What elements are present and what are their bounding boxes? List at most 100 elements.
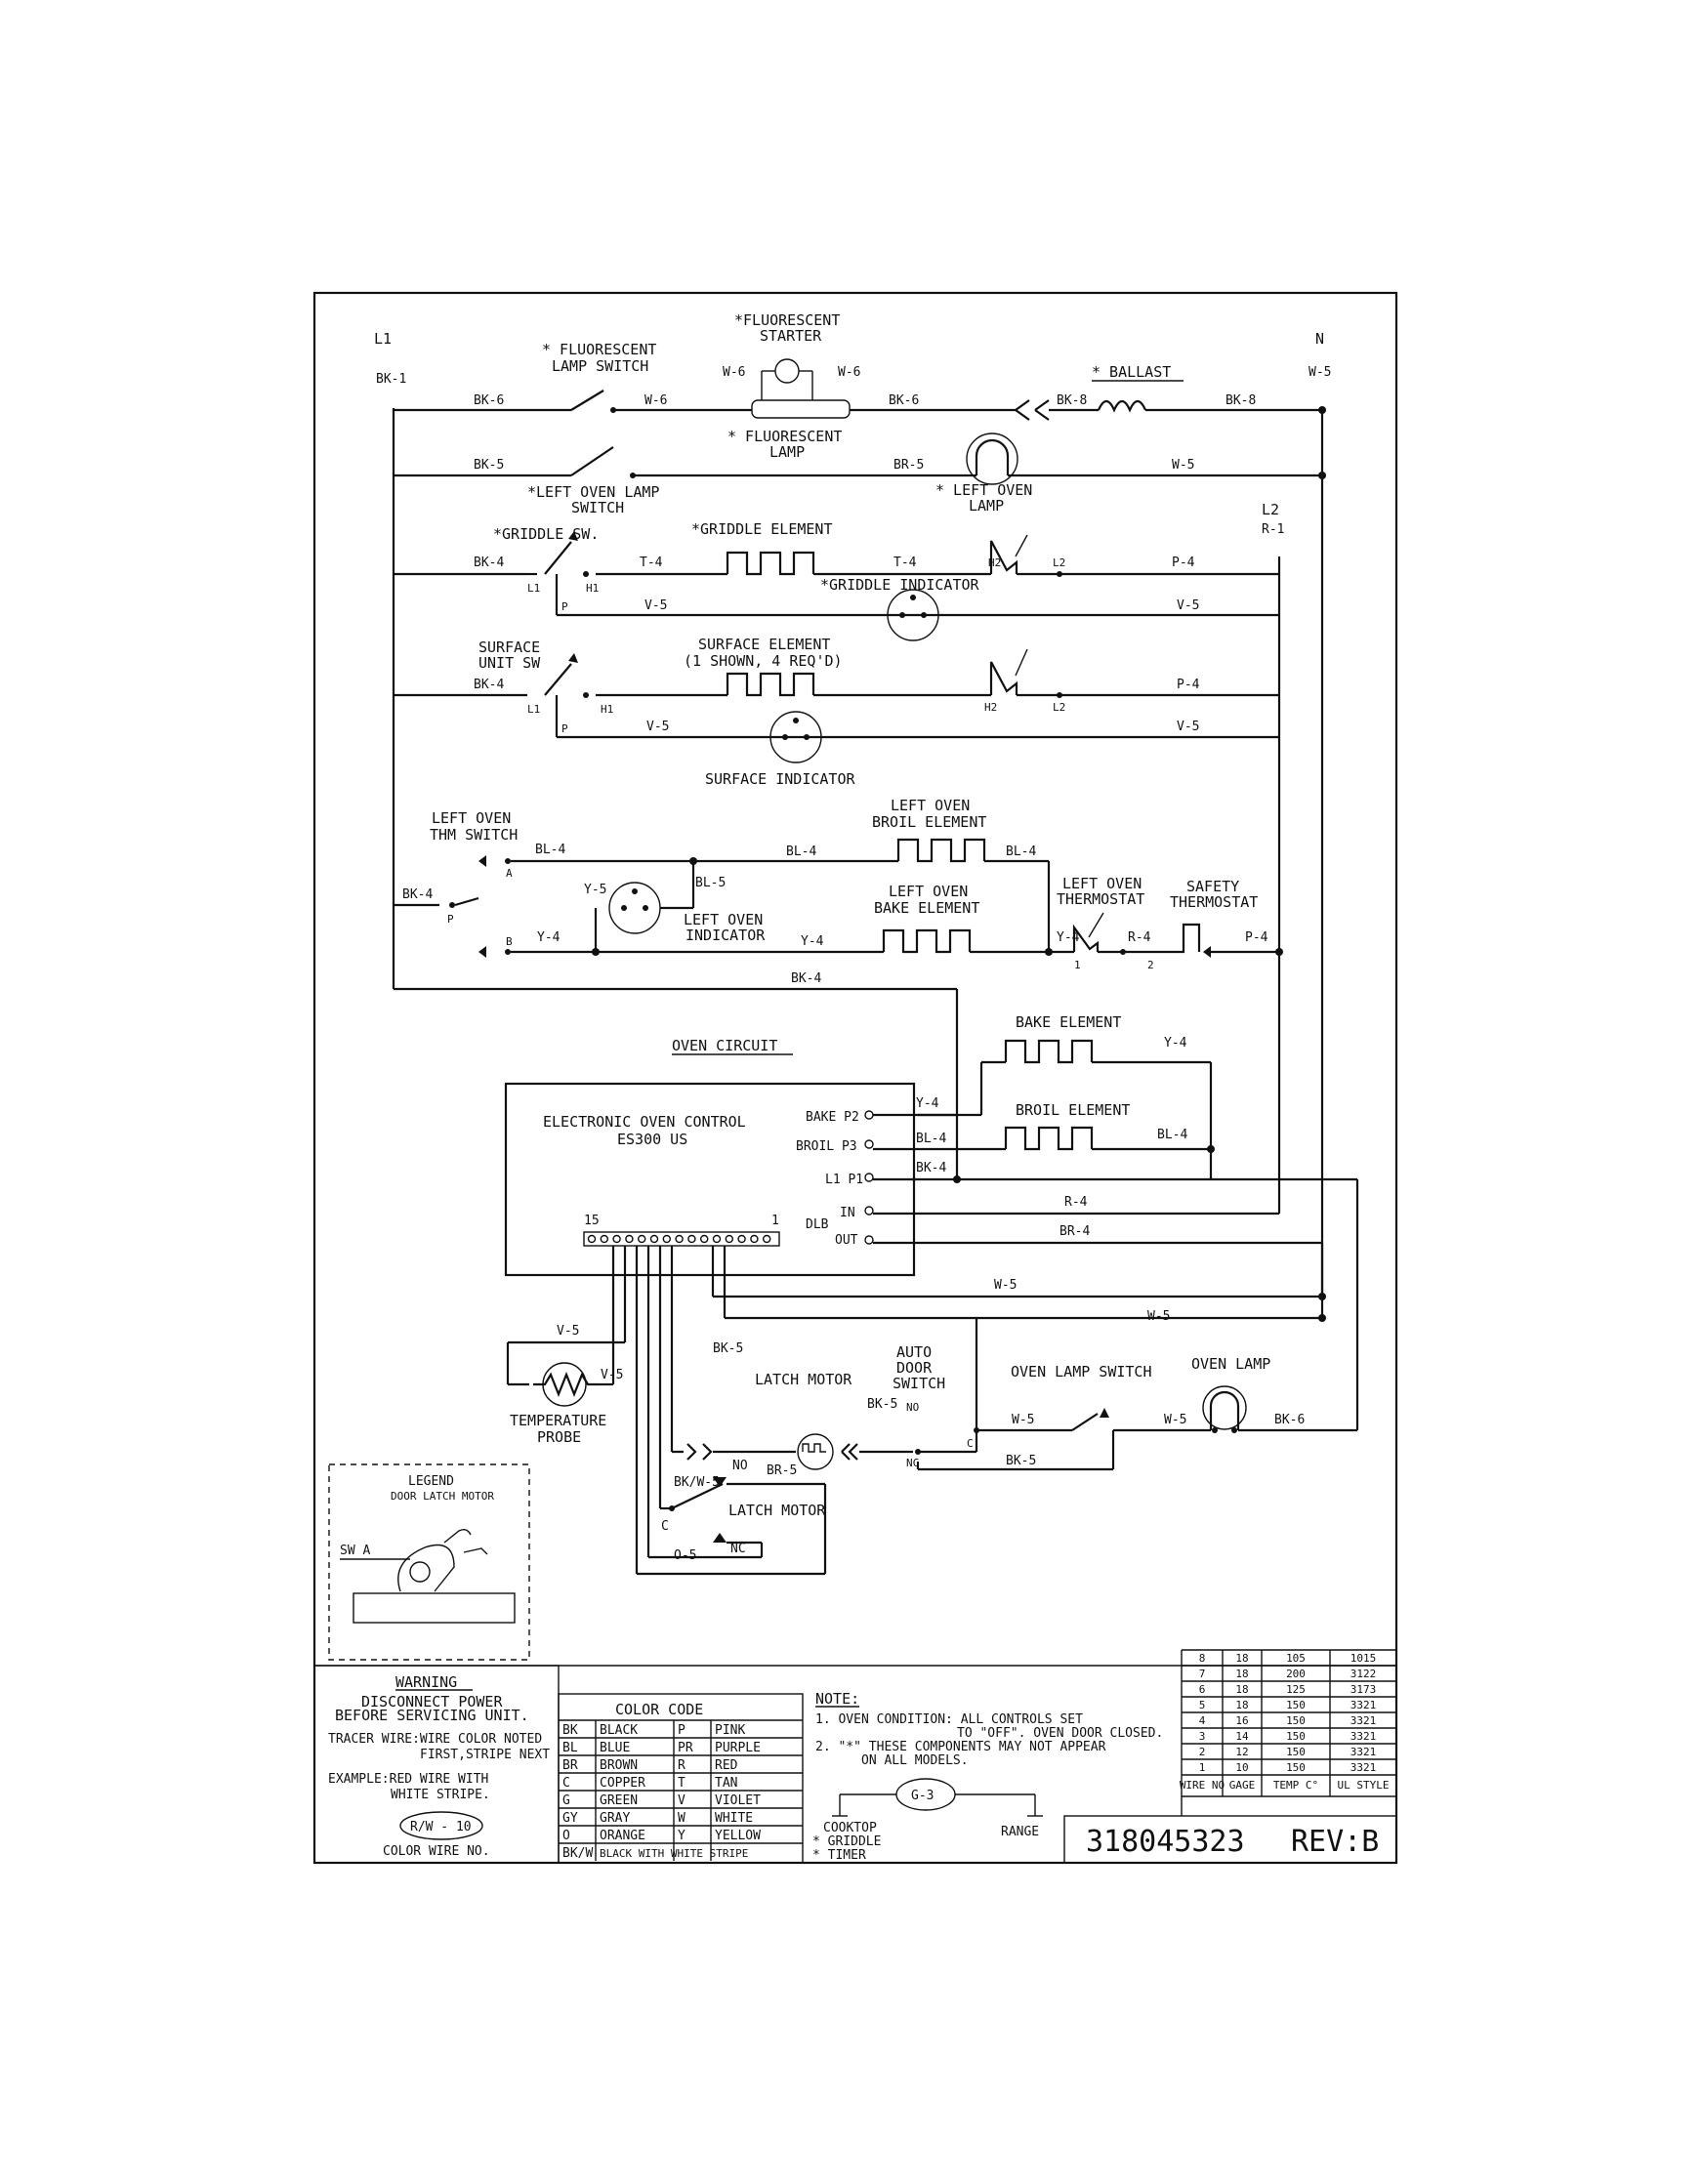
term-1: 1 bbox=[1074, 959, 1081, 971]
wire-bk4-e: BK-4 bbox=[916, 1161, 946, 1175]
latch-motor-switch bbox=[669, 1477, 801, 1545]
wire-table-cell: 6 bbox=[1199, 1683, 1206, 1696]
wire-w5-b: W-5 bbox=[994, 1278, 1017, 1293]
color-code-cell: WHITE bbox=[715, 1811, 753, 1826]
term-p-c: P bbox=[447, 913, 454, 926]
wire-bk6-b: BK-6 bbox=[889, 393, 919, 408]
term-h2-b: H2 bbox=[984, 701, 997, 714]
warning-tracer-1: TRACER WIRE:WIRE COLOR NOTED bbox=[328, 1732, 542, 1747]
wire-br5-a: BR-5 bbox=[893, 458, 924, 473]
note-range: RANGE bbox=[1001, 1825, 1039, 1839]
label-broil-p3: BROIL P3 bbox=[796, 1139, 857, 1154]
label-surface-element-2: (1 SHOWN, 4 REQ'D) bbox=[684, 652, 843, 670]
label-no-b: NO bbox=[732, 1459, 748, 1473]
color-code-cell: Y bbox=[678, 1829, 685, 1843]
label-eoc-2: ES300 US bbox=[617, 1131, 687, 1148]
wire-o5: O-5 bbox=[674, 1548, 696, 1563]
label-safety-1: SAFETY bbox=[1186, 878, 1239, 895]
wire-table-cell: 3321 bbox=[1350, 1714, 1377, 1727]
color-code-cell: RED bbox=[715, 1758, 738, 1773]
label-l1: L1 bbox=[374, 330, 392, 348]
wire-table-cell: 7 bbox=[1199, 1668, 1206, 1680]
color-code-cell: BL bbox=[562, 1741, 578, 1755]
connector-pin bbox=[612, 1234, 621, 1244]
wire-bk8-a: BK-8 bbox=[1057, 393, 1087, 408]
color-code-cell: ORANGE bbox=[600, 1829, 645, 1843]
label-out: OUT bbox=[835, 1233, 858, 1248]
wire-table-cell: 125 bbox=[1286, 1683, 1306, 1696]
wire-table-header: TEMP C° bbox=[1273, 1779, 1318, 1792]
label-latch-motor: LATCH MOTOR bbox=[755, 1371, 852, 1388]
term-l2-a: L2 bbox=[1053, 556, 1065, 569]
label-l1-p1: L1 P1 bbox=[825, 1173, 863, 1187]
label-bake-element: BAKE ELEMENT bbox=[1016, 1013, 1121, 1031]
wire-table-cell: 150 bbox=[1286, 1730, 1306, 1743]
warning-title: WARNING bbox=[395, 1673, 457, 1691]
color-code-cell: PURPLE bbox=[715, 1741, 761, 1755]
label-griddle-indicator: *GRIDDLE INDICATOR bbox=[820, 576, 980, 594]
label-surface-element-1: SURFACE ELEMENT bbox=[698, 636, 830, 653]
label-temp-probe-1: TEMPERATURE bbox=[510, 1412, 606, 1429]
wire-table-cell: 200 bbox=[1286, 1668, 1306, 1680]
wire-y4-b: Y-4 bbox=[801, 934, 824, 949]
wire-w5-d: W-5 bbox=[1012, 1413, 1034, 1427]
wire-v5-d: V-5 bbox=[1177, 720, 1199, 734]
wire-br4-a: BR-4 bbox=[1059, 1224, 1090, 1239]
wire-table-cell: 3 bbox=[1199, 1730, 1206, 1743]
wire-w6-c: W-6 bbox=[838, 365, 860, 380]
wire-table-header: UL STYLE bbox=[1338, 1779, 1390, 1792]
harness-wires bbox=[506, 1246, 1359, 1576]
note-griddle: * GRIDDLE bbox=[812, 1834, 881, 1849]
wire-bl4-e: BL-4 bbox=[1157, 1128, 1187, 1142]
label-lol-switch-2: SWITCH bbox=[571, 499, 624, 516]
label-lo-thm-2: THM SWITCH bbox=[430, 826, 518, 844]
wire-table-cell: 105 bbox=[1286, 1652, 1306, 1665]
connector-pin-row bbox=[587, 1234, 771, 1244]
wire-table-cell: 8 bbox=[1199, 1652, 1206, 1665]
color-code-cell: VIOLET bbox=[715, 1793, 761, 1808]
wire-bl5-a: BL-5 bbox=[695, 876, 726, 890]
wire-table-header: GAGE bbox=[1229, 1779, 1256, 1792]
color-code-cell: YELLOW bbox=[715, 1829, 761, 1843]
color-code-cell: O bbox=[562, 1829, 570, 1843]
note-l3: 2. "*" THESE COMPONENTS MAY NOT APPEAR bbox=[815, 1740, 1106, 1754]
term-b: B bbox=[506, 935, 513, 948]
wire-bl4-a: BL-4 bbox=[535, 843, 565, 857]
term-p-b: P bbox=[561, 722, 568, 735]
connector-pin bbox=[687, 1234, 696, 1244]
connector-pin bbox=[712, 1234, 722, 1244]
connector-pin bbox=[625, 1234, 634, 1244]
warning-example-2: WHITE STRIPE. bbox=[391, 1788, 490, 1802]
wire-bk6-c: BK-6 bbox=[1274, 1413, 1305, 1427]
oven-circuit-wires bbox=[873, 1039, 1359, 1416]
label-l2: L2 bbox=[1262, 501, 1279, 518]
wire-v5-a: V-5 bbox=[644, 598, 667, 613]
wire-table-header: WIRE NO bbox=[1180, 1779, 1225, 1792]
wire-table-cell: 150 bbox=[1286, 1746, 1306, 1758]
label-fl-starter-1: *FLUORESCENT bbox=[734, 311, 840, 329]
color-code-cell: G bbox=[562, 1793, 570, 1808]
label-fl-switch-2: LAMP SWITCH bbox=[552, 357, 648, 375]
wire-table-cell: 18 bbox=[1235, 1652, 1248, 1665]
wire-bk5-b: BK-5 bbox=[713, 1341, 743, 1356]
wire-table-cell: 3321 bbox=[1350, 1699, 1377, 1711]
color-code-cell: W bbox=[678, 1811, 685, 1826]
color-code-cell: BK bbox=[562, 1723, 578, 1738]
label-lo-therm-2: THERMOSTAT bbox=[1057, 890, 1144, 908]
label-lo-lamp-2: LAMP bbox=[969, 497, 1004, 515]
warning-rw: R/W - 10 bbox=[410, 1820, 472, 1834]
wire-v5-f: V-5 bbox=[601, 1368, 623, 1382]
wire-y4-e: Y-4 bbox=[1164, 1036, 1187, 1051]
color-code-cell: BLUE bbox=[600, 1741, 630, 1755]
term-p-a: P bbox=[561, 600, 568, 613]
label-oven-lamp: OVEN LAMP bbox=[1191, 1355, 1270, 1373]
wire-table-cell: 3321 bbox=[1350, 1730, 1377, 1743]
wire-bl4-c: BL-4 bbox=[1006, 845, 1036, 859]
warning-color-wire-no: COLOR WIRE NO. bbox=[383, 1844, 490, 1859]
row-griddle bbox=[394, 531, 1279, 641]
wire-table-cell: 12 bbox=[1235, 1746, 1248, 1758]
wire-table-cell: 10 bbox=[1235, 1761, 1248, 1774]
label-surface-sw-1: SURFACE bbox=[478, 639, 540, 656]
